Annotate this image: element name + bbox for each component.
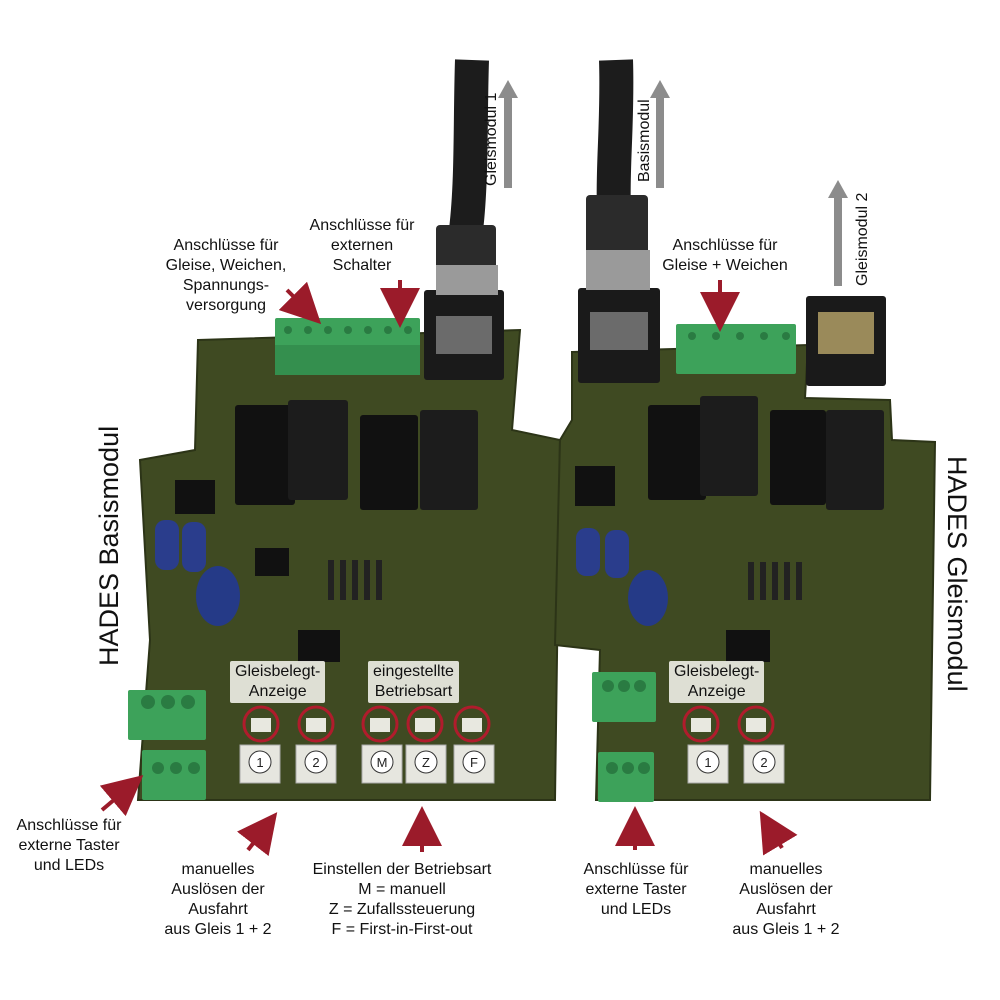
- label-occupancy-right: Gleisbelegt- Anzeige: [669, 661, 765, 703]
- button-label-m: M: [377, 755, 388, 770]
- cable-label-gleismodul-2: Gleismodul 2: [854, 192, 871, 286]
- relay-group-right: [648, 396, 884, 510]
- pushbuttons-left: 1 2 M Z F: [239, 744, 495, 784]
- button-label-2: 2: [312, 755, 319, 770]
- relay-group: [235, 400, 478, 510]
- label-external-right: Anschlüsse für externe Taster und LEDs: [583, 861, 689, 918]
- label-connectors-switches: Anschlüsse für externen Schalter: [309, 217, 415, 274]
- title-basismodul: HADES Basismodul: [94, 425, 124, 666]
- button-label-f: F: [470, 755, 478, 770]
- gray-arrows: [498, 80, 848, 286]
- label-mode-legend: Einstellen der Betriebsart M = manuell Z…: [312, 861, 492, 938]
- microcontroller-chip-right: [726, 630, 770, 662]
- pin-header-right: [748, 562, 802, 600]
- led-indicators-right: [682, 705, 775, 743]
- microcontroller-chip: [298, 630, 340, 662]
- button-label-1-right: 1: [704, 755, 711, 770]
- capacitors-right: [575, 466, 668, 626]
- pushbuttons-right: 1 2: [687, 744, 785, 784]
- terminal-block-tracks-right: [676, 324, 796, 374]
- led-indicators: [242, 705, 491, 743]
- label-mode-set: eingestellte Betriebsart: [368, 661, 459, 703]
- capacitors: [155, 480, 240, 626]
- gleismodul-board: 1 2: [553, 59, 937, 802]
- label-manual-left: manuelles Auslösen der Ausfahrt aus Glei…: [164, 861, 272, 938]
- network-cable-right: [586, 59, 650, 290]
- terminal-block-external: [128, 690, 206, 800]
- cable-label-basismodul: Basismodul: [636, 99, 653, 182]
- cable-label-gleismodul-1: Gleismodul 1: [483, 92, 500, 186]
- ic-chip: [255, 548, 289, 576]
- rj-connector-right: [578, 288, 886, 386]
- terminal-block-external-right: [592, 672, 656, 802]
- terminal-block-tracks: [275, 318, 420, 375]
- button-label-2-right: 2: [760, 755, 767, 770]
- label-manual-right: manuelles Auslösen der Ausfahrt aus Glei…: [732, 861, 840, 938]
- button-label-1: 1: [256, 755, 263, 770]
- label-external-left: Anschlüsse für externe Taster und LEDs: [16, 817, 122, 874]
- title-gleismodul: HADES Gleismodul: [942, 456, 972, 692]
- label-connectors-tracks-left: Anschlüsse für Gleise, Weichen, Spannung…: [165, 237, 287, 314]
- network-cable: [436, 59, 498, 295]
- rj-connector: [424, 290, 504, 380]
- label-connectors-tracks-right: Anschlüsse für Gleise + Weichen: [662, 237, 788, 274]
- label-occupancy-left: Gleisbelegt- Anzeige: [230, 661, 326, 703]
- button-label-z: Z: [422, 755, 430, 770]
- pin-header: [328, 560, 382, 600]
- annotation-arrows: [99, 280, 798, 857]
